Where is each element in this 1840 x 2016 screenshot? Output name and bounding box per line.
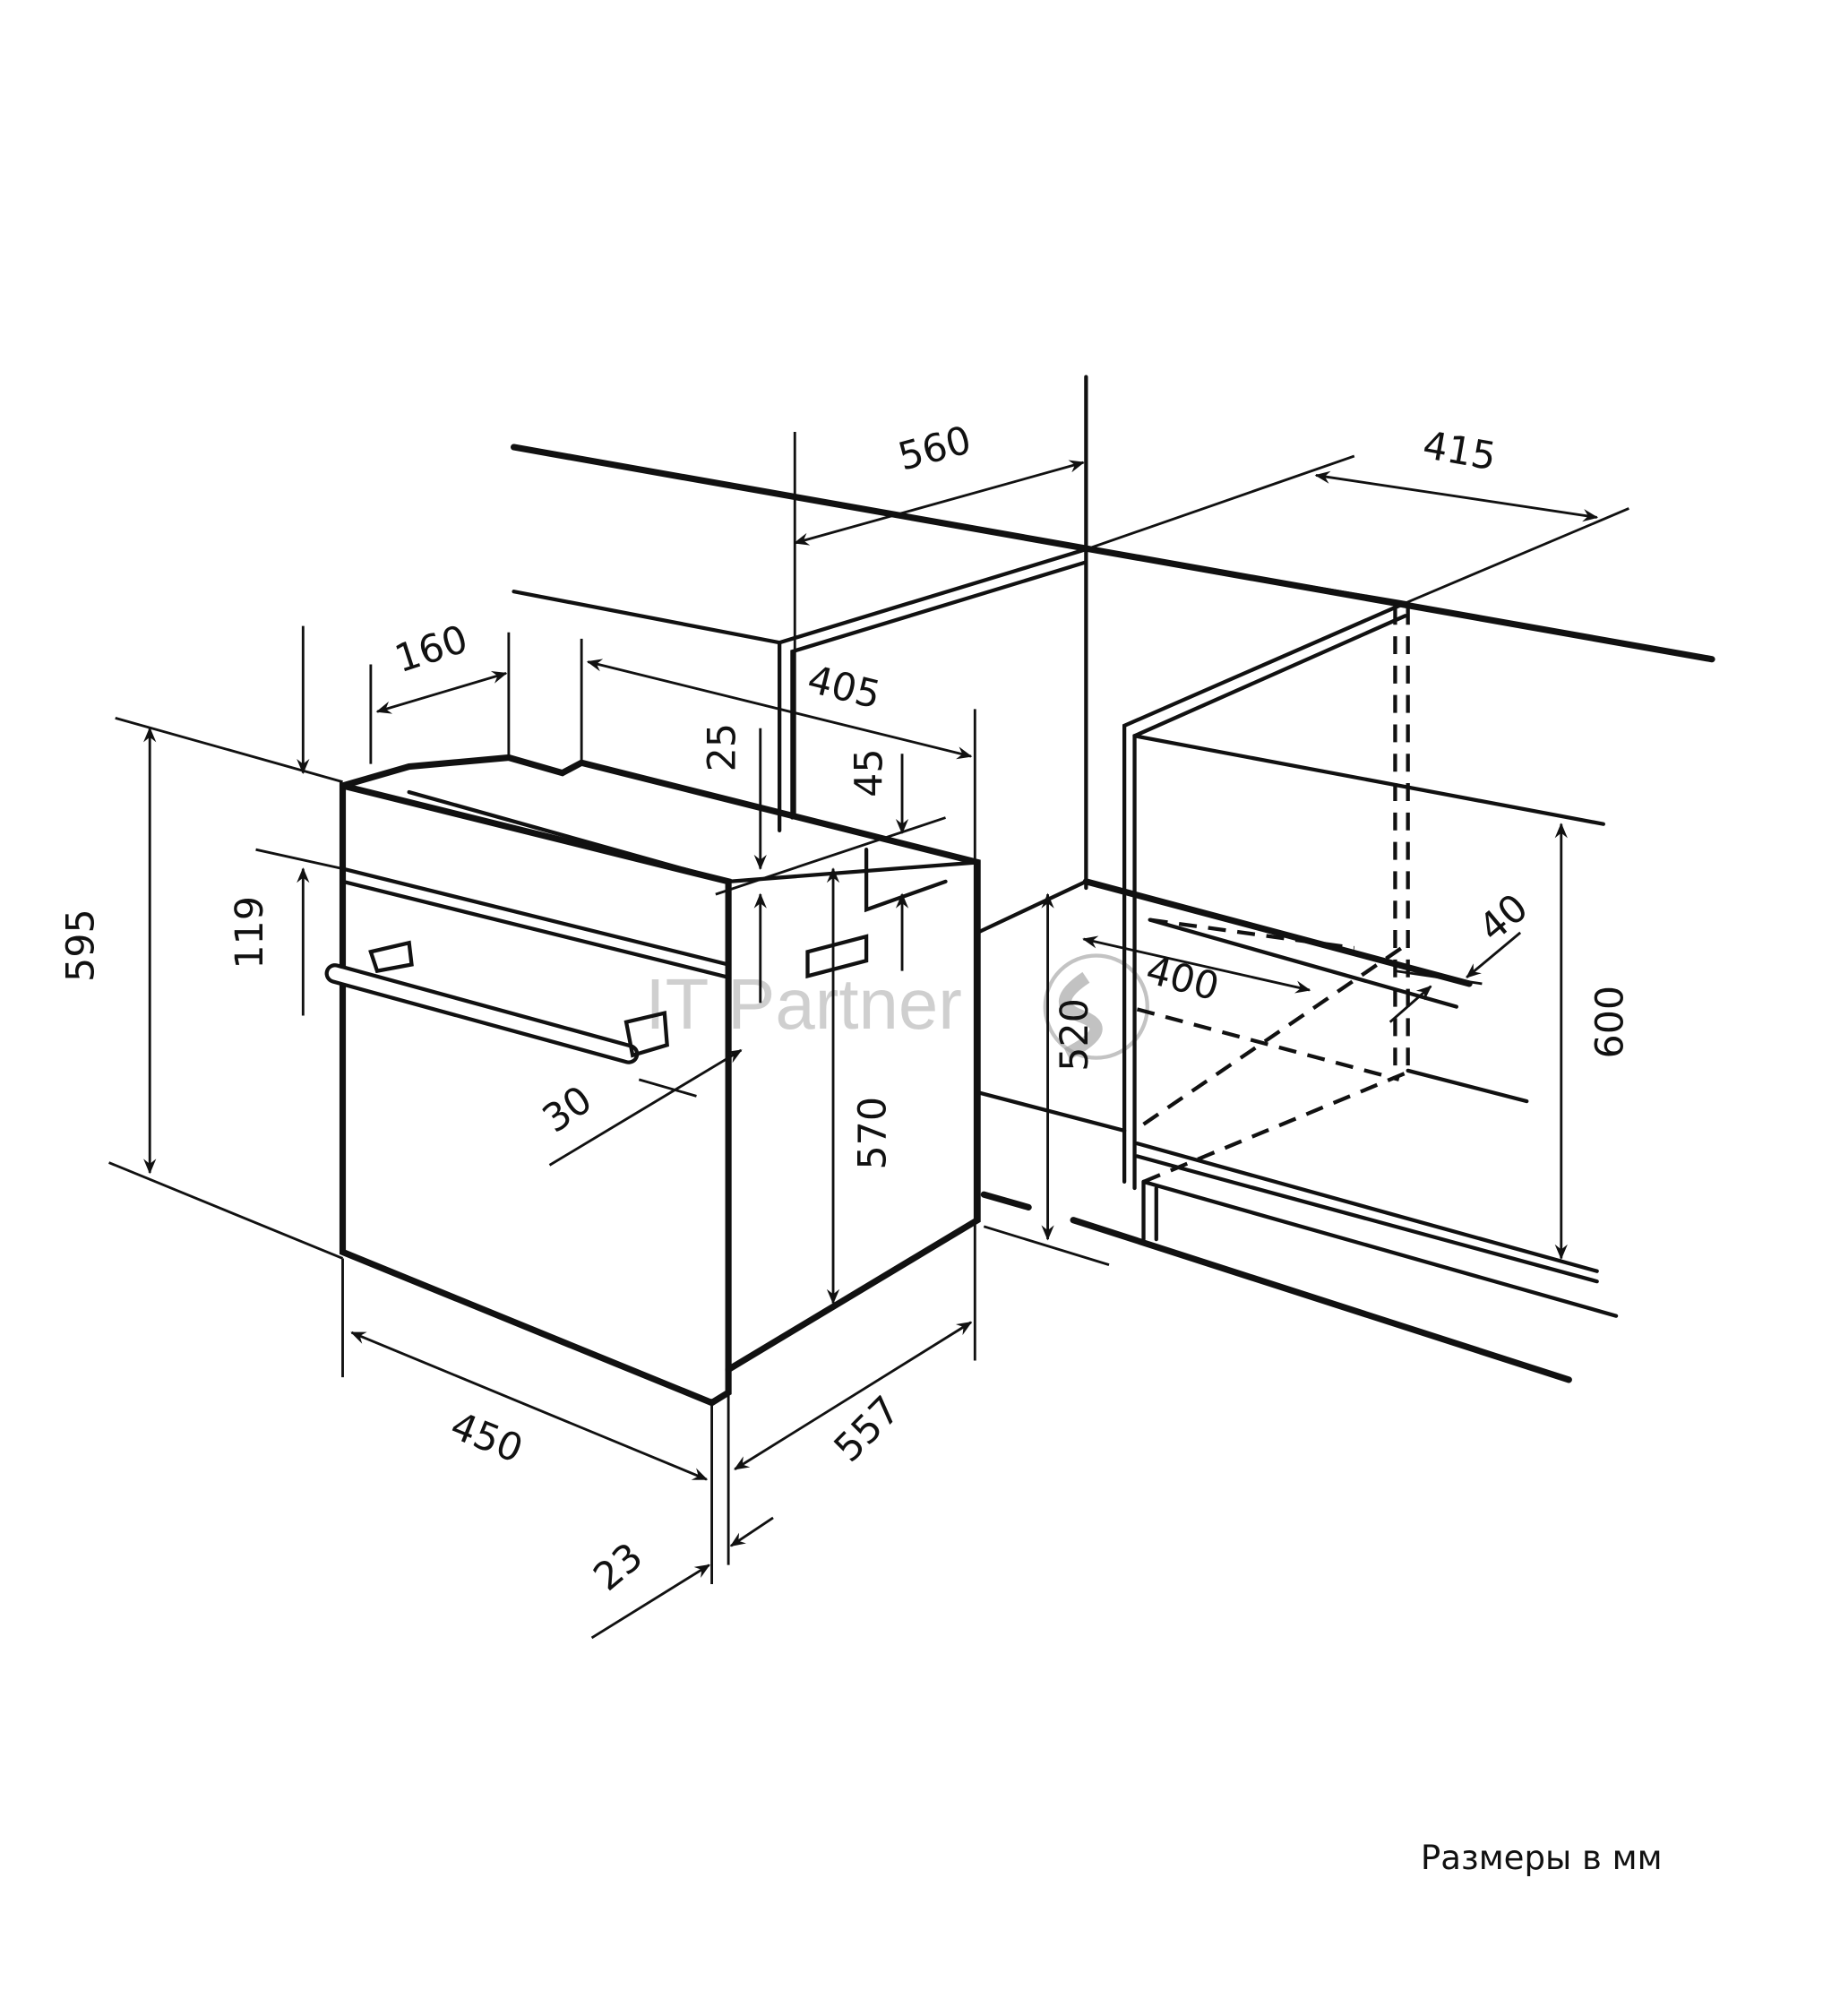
dim-25: 25 [700, 723, 744, 771]
dim-119: 119 [228, 896, 272, 969]
dim-570: 570 [851, 1097, 896, 1170]
dim-557: 557 [826, 1388, 909, 1471]
dim-450: 450 [444, 1403, 529, 1472]
dim-400: 400 [1141, 948, 1224, 1010]
dim-30: 30 [535, 1077, 600, 1142]
dim-160: 160 [390, 616, 473, 682]
units-note: Размеры в мм [1421, 1839, 1663, 1877]
watermark: IT Partner [645, 953, 1149, 1060]
dimension-lines [108, 460, 1599, 1640]
dim-520: 520 [1053, 998, 1097, 1072]
dim-560: 560 [894, 418, 976, 479]
dim-45: 45 [847, 748, 891, 797]
dim-23: 23 [585, 1534, 651, 1599]
cabinet [511, 375, 1715, 1383]
dim-405: 405 [803, 657, 884, 718]
dim-415: 415 [1420, 423, 1500, 479]
oven [324, 754, 981, 1407]
dim-600: 600 [1587, 986, 1632, 1059]
dim-595: 595 [59, 909, 104, 982]
svg-text:IT Partner: IT Partner [645, 964, 961, 1044]
dim-40: 40 [1471, 885, 1537, 951]
